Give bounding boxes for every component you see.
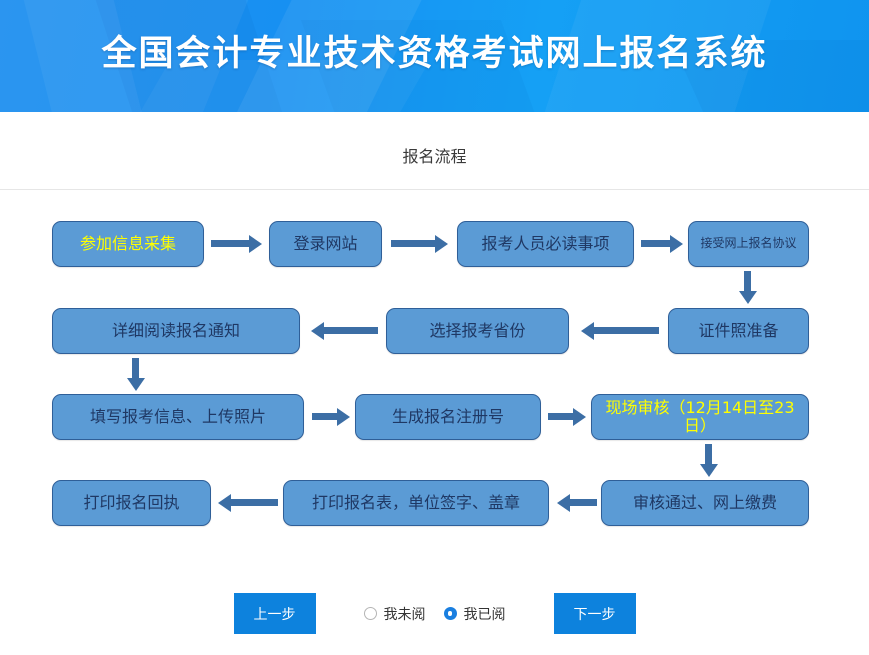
arrow-shaft: [229, 499, 278, 506]
arrow-head: [670, 235, 683, 253]
flow-arrow-down-a7: [127, 358, 145, 391]
flow-node-n9: 生成报名注册号: [355, 394, 541, 440]
arrow-shaft: [211, 240, 251, 247]
flow-node-n7: 详细阅读报名通知: [52, 308, 300, 354]
radio-label: 我已阅: [463, 606, 506, 623]
flow-arrow-right-a1: [211, 235, 262, 253]
arrow-shaft: [744, 271, 751, 292]
arrow-head: [311, 322, 324, 340]
radio-button-icon[interactable]: [443, 607, 457, 620]
flow-node-n12: 打印报名表，单位签字、盖章: [283, 480, 549, 526]
radio-label: 我未阅: [383, 606, 426, 623]
radio-button-icon[interactable]: [363, 607, 377, 620]
read-confirmation-radio-group: 我未阅 我已阅: [363, 604, 506, 624]
arrow-head: [739, 291, 757, 304]
arrow-head: [249, 235, 262, 253]
flow-node-n4: 接受网上报名协议: [688, 221, 809, 267]
arrow-shaft: [568, 499, 597, 506]
arrow-head: [435, 235, 448, 253]
flow-node-n8: 填写报考信息、上传照片: [52, 394, 304, 440]
flow-arrow-down-a10: [700, 444, 718, 477]
flow-node-n2: 登录网站: [269, 221, 382, 267]
arrow-shaft: [705, 444, 712, 465]
arrow-head: [573, 408, 586, 426]
banner-title: 全国会计专业技术资格考试网上报名系统: [101, 34, 768, 74]
section-header: 报名流程: [0, 112, 869, 190]
flow-arrow-left-a5: [581, 322, 659, 340]
next-step-button[interactable]: 下一步: [553, 593, 636, 634]
arrow-shaft: [132, 358, 139, 379]
flow-arrow-right-a9: [548, 408, 586, 426]
arrow-head: [700, 464, 718, 477]
prev-step-button[interactable]: 上一步: [233, 593, 316, 634]
arrow-shaft: [641, 240, 672, 247]
flow-node-n6: 选择报考省份: [386, 308, 569, 354]
flow-arrow-right-a8: [312, 408, 350, 426]
arrow-head: [218, 494, 231, 512]
flow-node-n13: 打印报名回执: [52, 480, 211, 526]
arrow-head: [337, 408, 350, 426]
arrow-shaft: [322, 327, 378, 334]
flow-node-n1: 参加信息采集: [52, 221, 204, 267]
flow-node-n10: 现场审核（12月14日至23日）: [591, 394, 809, 440]
page-title: 报名流程: [402, 147, 467, 166]
flow-arrow-left-a12: [218, 494, 278, 512]
arrow-shaft: [391, 240, 437, 247]
registration-flow-diagram: 参加信息采集 登录网站 报考人员必读事项 接受网上报名协议证件照准备 选择报考省份 详细阅…: [0, 190, 869, 545]
footer-controls: 上一步 我未阅 我已阅 下一步: [0, 545, 869, 655]
header-divider: [0, 189, 869, 190]
arrow-head: [557, 494, 570, 512]
arrow-shaft: [592, 327, 659, 334]
flow-node-n3: 报考人员必读事项: [457, 221, 634, 267]
radio-option-read[interactable]: 我已阅: [443, 604, 506, 624]
radio-option-unread[interactable]: 我未阅: [363, 604, 426, 624]
flow-arrow-right-a2: [391, 235, 448, 253]
flow-arrow-down-a4: [739, 271, 757, 304]
flow-node-n5: 证件照准备: [668, 308, 809, 354]
page-banner: 全国会计专业技术资格考试网上报名系统: [0, 0, 869, 112]
arrow-head: [127, 378, 145, 391]
flow-node-n11: 审核通过、网上缴费: [601, 480, 809, 526]
arrow-shaft: [548, 413, 575, 420]
arrow-head: [581, 322, 594, 340]
flow-arrow-right-a3: [641, 235, 683, 253]
flow-arrow-left-a11: [557, 494, 597, 512]
flow-arrow-left-a6: [311, 322, 378, 340]
arrow-shaft: [312, 413, 339, 420]
